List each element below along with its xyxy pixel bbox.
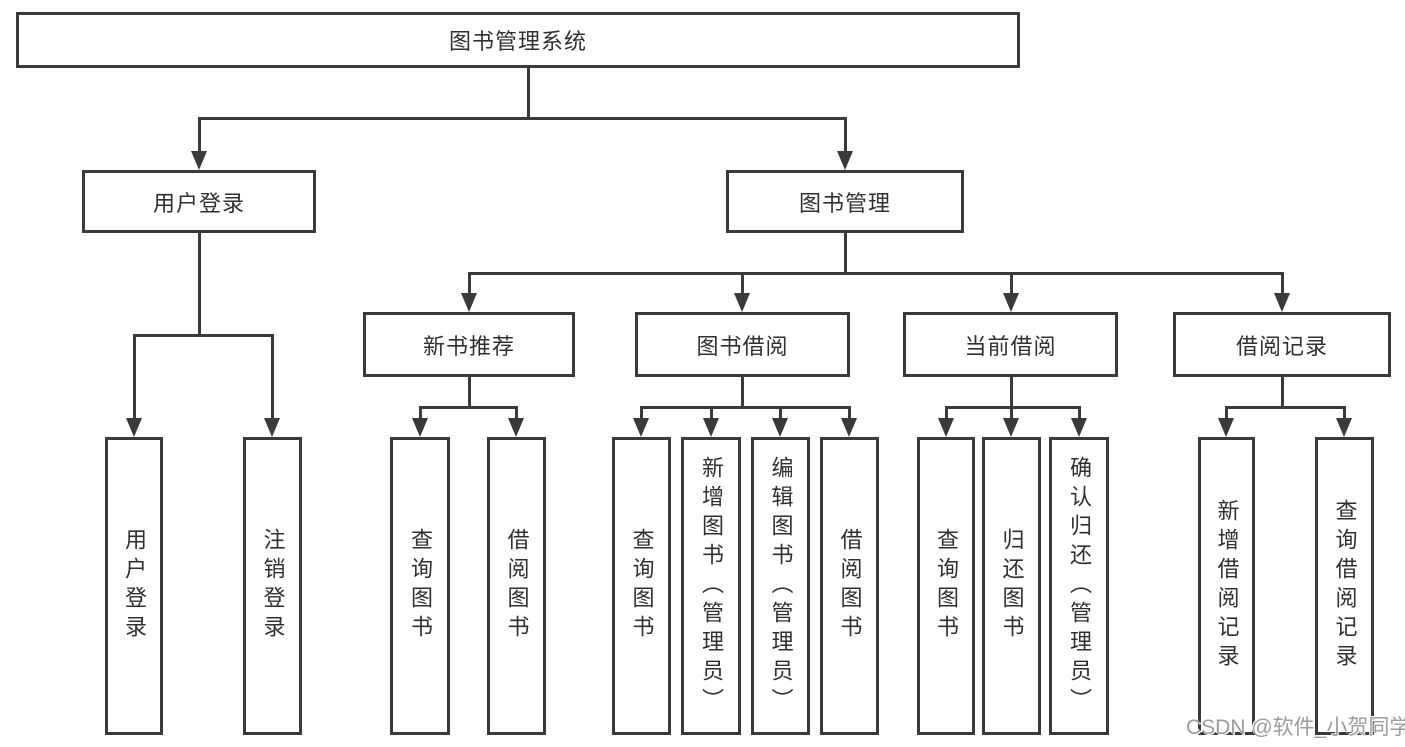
node-root-label: 图书管理系统 [448, 29, 587, 54]
arrow-down-icon [264, 418, 280, 437]
leaf-records-query-record: 查询借阅记录 [1315, 437, 1374, 735]
leaf-records-add-record: 新增借阅记录 [1198, 437, 1255, 735]
connector-line [198, 117, 847, 120]
leaf-borrow-query-book: 查询图书 [612, 437, 671, 735]
arrow-down-icon [772, 418, 788, 437]
connector-line [468, 272, 471, 295]
arrow-down-icon [191, 151, 207, 170]
connector-line [419, 406, 518, 409]
watermark: CSDN @软件_小贺同学 [1186, 716, 1405, 739]
connector-line [844, 117, 847, 153]
leaf-records-query-record-label: 查询借阅记录 [1332, 499, 1358, 673]
node-borrow-records: 借阅记录 [1173, 312, 1391, 377]
node-new-book-recommend-label: 新书推荐 [422, 333, 515, 359]
arrow-down-icon [938, 418, 954, 437]
connector-line [741, 272, 744, 295]
leaf-recommend-borrow-book: 借阅图书 [487, 437, 546, 735]
connector-line [1281, 377, 1284, 407]
node-root: 图书管理系统 [16, 12, 1020, 68]
connector-line [1343, 406, 1346, 420]
connector-line [133, 334, 136, 420]
connector-line [640, 406, 851, 409]
connector-line [468, 272, 1284, 275]
connector-line [198, 117, 201, 153]
leaf-recommend-query-book: 查询图书 [390, 437, 450, 735]
arrow-down-icon [1274, 293, 1290, 312]
arrow-down-icon [1003, 418, 1019, 437]
node-user-login-label: 用户登录 [152, 190, 245, 216]
connector-line [271, 334, 274, 420]
connector-line [945, 406, 948, 420]
leaf-borrow-borrow-book: 借阅图书 [820, 437, 879, 735]
node-book-borrow: 图书借阅 [635, 312, 850, 377]
connector-line [419, 406, 422, 420]
leaf-logout-label: 注销登录 [260, 528, 286, 644]
node-current-borrow: 当前借阅 [903, 312, 1118, 377]
leaf-borrow-add-book: 新增图书（管理员） [681, 437, 741, 735]
arrow-down-icon [837, 151, 853, 170]
arrow-down-icon [841, 418, 857, 437]
connector-line [1225, 406, 1228, 420]
connector-line [1010, 377, 1013, 407]
leaf-current-return-book: 归还图书 [982, 437, 1041, 735]
node-book-management: 图书管理 [726, 170, 964, 233]
connector-line [844, 233, 847, 273]
connector-line [468, 377, 471, 407]
node-new-book-recommend: 新书推荐 [363, 312, 575, 377]
arrow-down-icon [1218, 418, 1234, 437]
leaf-current-confirm-return: 确认归还（管理员） [1049, 437, 1109, 735]
node-book-borrow-label: 图书借阅 [696, 333, 789, 359]
connector-line [1225, 406, 1346, 409]
leaf-borrow-edit-book-label: 编辑图书（管理员） [768, 455, 794, 717]
leaf-borrow-borrow-book-label: 借阅图书 [837, 528, 863, 644]
leaf-current-confirm-return-label: 确认归还（管理员） [1067, 455, 1092, 717]
connector-line [945, 406, 1081, 409]
leaf-current-return-book-label: 归还图书 [999, 528, 1025, 644]
connector-line [741, 377, 744, 407]
connector-line [710, 406, 713, 420]
leaf-recommend-query-book-label: 查询图书 [408, 528, 433, 644]
leaf-borrow-edit-book: 编辑图书（管理员） [751, 437, 810, 735]
leaf-borrow-query-book-label: 查询图书 [629, 528, 655, 644]
connector-line [133, 334, 274, 337]
leaf-login-label: 用户登录 [122, 528, 147, 644]
connector-line [1078, 406, 1081, 420]
leaf-records-add-record-label: 新增借阅记录 [1214, 499, 1240, 673]
node-current-borrow-label: 当前借阅 [964, 333, 1057, 359]
arrow-down-icon [1003, 293, 1019, 312]
arrow-down-icon [126, 418, 142, 437]
connector-line [779, 406, 782, 420]
arrow-down-icon [734, 293, 750, 312]
node-user-login: 用户登录 [82, 170, 316, 233]
arrow-down-icon [1071, 418, 1087, 437]
connector-line [1281, 272, 1284, 295]
arrow-down-icon [633, 418, 649, 437]
arrow-down-icon [703, 418, 719, 437]
connector-line [1010, 406, 1013, 420]
connector-line [848, 406, 851, 420]
connector-line [1010, 272, 1013, 295]
leaf-current-query-book-label: 查询图书 [934, 528, 959, 644]
leaf-logout: 注销登录 [243, 437, 302, 735]
leaf-borrow-add-book-label: 新增图书（管理员） [699, 455, 724, 717]
arrow-down-icon [1336, 418, 1352, 437]
connector-line [515, 406, 518, 420]
node-borrow-records-label: 借阅记录 [1235, 333, 1328, 359]
leaf-login: 用户登录 [105, 437, 163, 735]
arrow-down-icon [508, 418, 524, 437]
node-book-management-label: 图书管理 [798, 190, 891, 216]
leaf-recommend-borrow-book-label: 借阅图书 [504, 528, 530, 644]
connector-line [198, 233, 201, 335]
arrow-down-icon [412, 418, 428, 437]
arrow-down-icon [461, 293, 477, 312]
connector-line [527, 68, 530, 118]
leaf-current-query-book: 查询图书 [917, 437, 975, 735]
connector-line [640, 406, 643, 420]
